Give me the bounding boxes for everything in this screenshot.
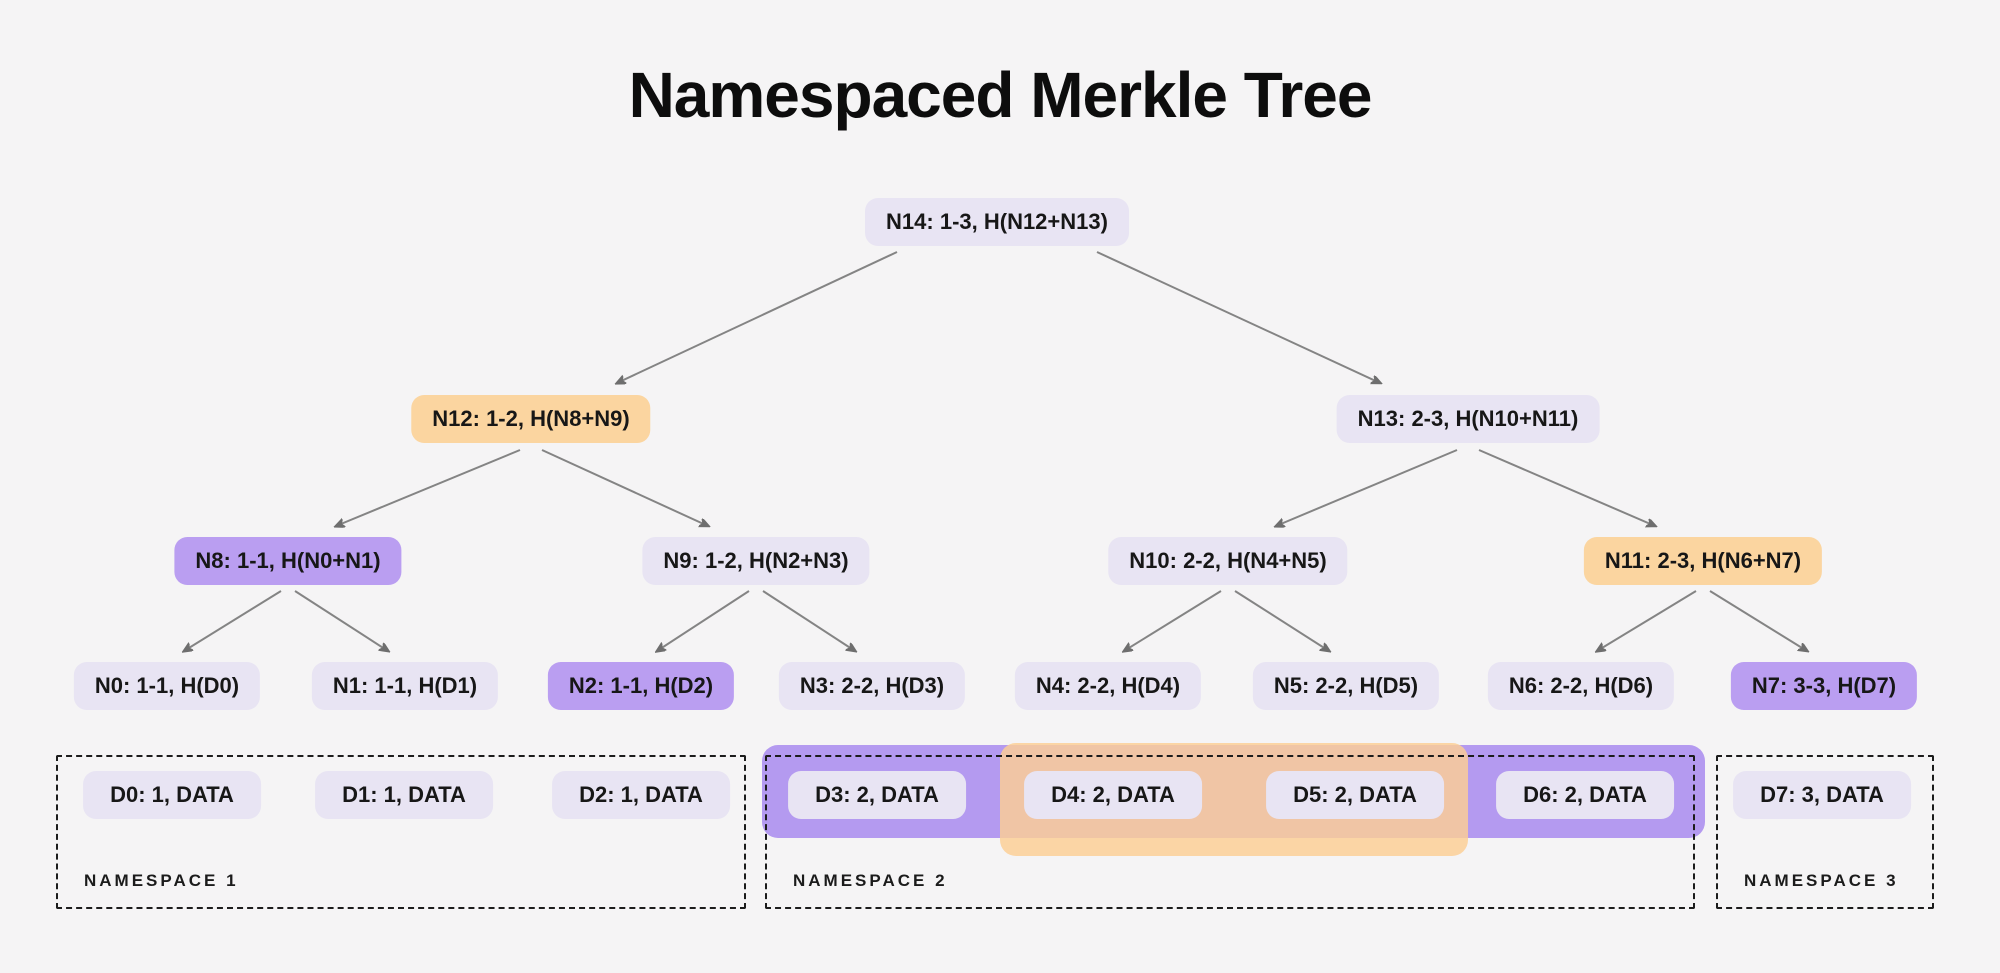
edge-n8-n1 (294, 590, 388, 651)
edge-n12-n9 (541, 449, 708, 526)
page-title: Namespaced Merkle Tree (628, 59, 1373, 131)
data-leaf-d2: D2: 1, DATA (552, 771, 730, 819)
edge-n8-n0 (184, 590, 282, 651)
data-leaf-d5: D5: 2, DATA (1266, 771, 1444, 819)
edge-n9-n2 (657, 590, 750, 651)
namespace-1-box: NAMESPACE 1 (56, 755, 746, 909)
tree-node-n4: N4: 2-2, H(D4) (1014, 662, 1202, 710)
data-leaf-d7: D7: 3, DATA (1733, 771, 1911, 819)
tree-node-n12: N12: 1-2, H(N8+N9) (411, 395, 651, 443)
tree-node-n3: N3: 2-2, H(D3) (778, 662, 966, 710)
edge-n14-n13 (1096, 251, 1380, 383)
tree-node-n10: N10: 2-2, H(N4+N5) (1108, 537, 1348, 585)
tree-node-n11: N11: 2-3, H(N6+N7) (1583, 537, 1823, 585)
tree-node-n7: N7: 3-3, H(D7) (1730, 662, 1918, 710)
tree-node-n14: N14: 1-3, H(N12+N13) (865, 198, 1129, 246)
edge-n13-n11 (1478, 449, 1655, 526)
tree-node-n0: N0: 1-1, H(D0) (73, 662, 261, 710)
namespace-2-label: NAMESPACE 2 (793, 871, 948, 890)
tree-node-n5: N5: 2-2, H(D5) (1252, 662, 1440, 710)
data-leaf-d4: D4: 2, DATA (1024, 771, 1202, 819)
edge-n10-n4 (1124, 590, 1222, 651)
edge-n9-n3 (762, 590, 855, 651)
tree-node-n8: N8: 1-1, H(N0+N1) (174, 537, 402, 585)
tree-node-n1: N1: 1-1, H(D1) (311, 662, 499, 710)
edge-n13-n10 (1276, 449, 1458, 526)
data-leaf-d0: D0: 1, DATA (83, 771, 261, 819)
edge-n14-n12 (617, 251, 898, 383)
edge-n11-n6 (1597, 590, 1697, 651)
tree-node-n6: N6: 2-2, H(D6) (1487, 662, 1675, 710)
namespace-3-box: NAMESPACE 3 (1716, 755, 1934, 909)
data-leaf-d3: D3: 2, DATA (788, 771, 966, 819)
edge-n11-n7 (1709, 590, 1807, 651)
edge-n12-n8 (336, 449, 521, 526)
tree-node-n2: N2: 1-1, H(D2) (547, 662, 735, 710)
edge-n10-n5 (1234, 590, 1329, 651)
tree-node-n13: N13: 2-3, H(N10+N11) (1336, 395, 1600, 443)
namespace-1-label: NAMESPACE 1 (84, 871, 239, 890)
namespace-3-label: NAMESPACE 3 (1744, 871, 1899, 890)
namespace-2-box: NAMESPACE 2 (765, 755, 1695, 909)
data-leaf-d1: D1: 1, DATA (315, 771, 493, 819)
data-leaf-d6: D6: 2, DATA (1496, 771, 1674, 819)
tree-node-n9: N9: 1-2, H(N2+N3) (642, 537, 870, 585)
